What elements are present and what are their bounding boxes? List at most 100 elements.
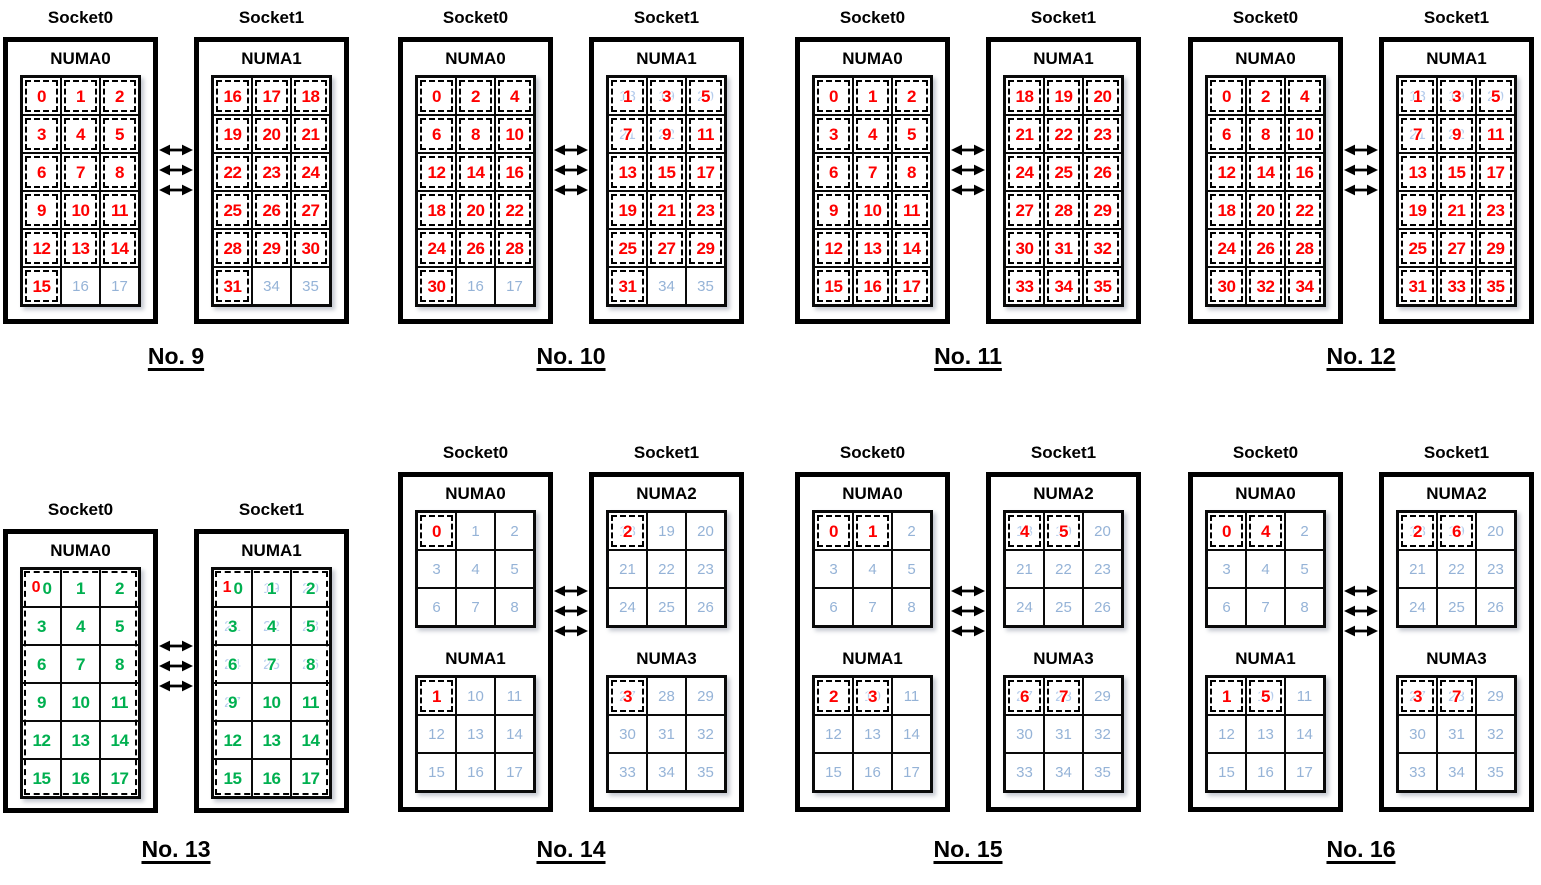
core-cell: 11 (892, 677, 931, 715)
double-headed-arrow-glyph (951, 144, 985, 156)
double-headed-arrow-glyph (951, 605, 985, 617)
core-cell: 4 (456, 550, 495, 588)
core-number: 17 (506, 763, 523, 781)
core-cell: 5 (100, 115, 139, 153)
core-number: 10 (467, 687, 484, 705)
core-number: 4 (471, 560, 480, 578)
core-cell: 14 (495, 715, 534, 753)
core-number: 25 (1408, 238, 1427, 258)
core-number: 2 (1261, 86, 1270, 106)
core-number: 6 (228, 654, 237, 674)
figure-caption: No. 9 (147, 343, 205, 369)
core-number: 14 (1296, 725, 1313, 743)
core-cell: 16 (853, 753, 892, 791)
core-cell: 10 (252, 683, 291, 721)
core-cell: 18 (417, 191, 456, 229)
core-number: 1 (76, 86, 85, 106)
core-cell: 3 (22, 607, 61, 645)
core-number: 17 (696, 162, 715, 182)
core-cell: 23 (686, 550, 725, 588)
numa-label: NUMA0 (445, 484, 506, 503)
socket-label: Socket1 (1423, 443, 1490, 462)
core-number: 20 (262, 124, 281, 144)
core-cell: 6 (22, 153, 61, 191)
core-number: 4 (76, 124, 85, 144)
ghost-core-number: 21 (1409, 125, 1426, 143)
double-headed-arrow-glyph (159, 164, 193, 176)
core-number: 9 (228, 692, 237, 712)
core-cell: 15 (814, 753, 853, 791)
numa-label: NUMA1 (241, 49, 302, 68)
core-cell: 24 (1398, 588, 1437, 626)
core-cell: 7 (61, 153, 100, 191)
core-cell: 22 (1044, 550, 1083, 588)
core-cell: 12 (814, 715, 853, 753)
core-cell: 16 (853, 267, 892, 305)
ghost-core-number: 21 (619, 125, 636, 143)
interconnect-arrows (950, 585, 986, 637)
core-number: 31 (1448, 725, 1465, 743)
figure-caption: No. 15 (933, 836, 1003, 862)
core-number: 24 (619, 598, 636, 616)
core-cell: 23 (1083, 115, 1122, 153)
core-number: 1 (432, 686, 441, 706)
core-cell: 29 (1083, 677, 1122, 715)
core-number: 34 (1295, 276, 1314, 296)
core-number: 34 (1055, 763, 1072, 781)
core-number: 3 (868, 686, 877, 706)
core-number: 15 (825, 763, 842, 781)
core-number: 17 (301, 768, 320, 788)
core-cell: 11 (1476, 115, 1515, 153)
core-cell: 13 (608, 153, 647, 191)
double-headed-arrow-icon (1344, 164, 1378, 176)
double-headed-arrow-glyph (1344, 625, 1378, 637)
double-headed-arrow-glyph (554, 605, 588, 617)
core-number: 8 (510, 598, 519, 616)
core-cell: 5 (1285, 550, 1324, 588)
core-number: 29 (696, 238, 715, 258)
core-cell: 2 (892, 512, 931, 550)
core-number: 11 (111, 692, 128, 712)
ghost-core-number: 22 (658, 125, 675, 143)
ghost-core-number: 23 (302, 617, 319, 635)
core-cell: 25 (1044, 588, 1083, 626)
socket-label: Socket1 (238, 8, 305, 27)
core-cell: 11 (686, 115, 725, 153)
core-number: 21 (1447, 200, 1466, 220)
core-number: 16 (71, 768, 90, 788)
core-cell: 31 (1044, 229, 1083, 267)
core-number: 28 (1054, 200, 1073, 220)
numa-label: NUMA1 (1235, 649, 1296, 668)
double-headed-arrow-icon (1344, 625, 1378, 637)
core-number: 22 (1055, 560, 1072, 578)
core-cell: 11 (1285, 677, 1324, 715)
core-cell: 6 (1207, 115, 1246, 153)
core-number: 28 (1295, 238, 1314, 258)
core-number: 18 (427, 200, 446, 220)
core-number: 17 (111, 277, 128, 295)
core-number: 26 (697, 598, 714, 616)
core-cell: 26 (1246, 229, 1285, 267)
core-number: 1 (471, 522, 480, 540)
numa-label: NUMA1 (1033, 49, 1094, 68)
core-number: 26 (1093, 162, 1112, 182)
core-number: 22 (1448, 560, 1465, 578)
